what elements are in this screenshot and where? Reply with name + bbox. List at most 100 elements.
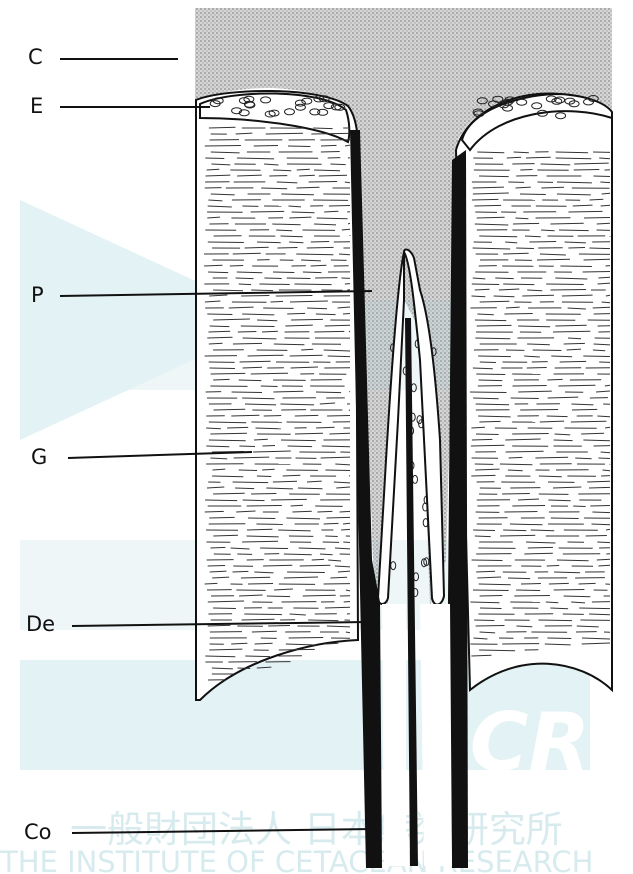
hatch-stroke: [321, 152, 340, 153]
hatch-stroke: [262, 469, 275, 470]
hatch-stroke: [205, 158, 224, 159]
hatch-stroke: [208, 331, 230, 332]
hatch-stroke: [273, 481, 297, 482]
hatch-stroke: [239, 470, 257, 471]
hatch-stroke: [590, 506, 610, 507]
hatch-stroke: [592, 512, 610, 513]
hatch-stroke: [242, 619, 275, 620]
label-e: E: [30, 94, 43, 118]
hatch-stroke: [232, 392, 262, 393]
hatch-stroke: [551, 290, 587, 291]
hatch-stroke: [476, 374, 505, 375]
hatch-stroke: [281, 236, 303, 237]
hatch-stroke: [236, 278, 254, 279]
hatch-stroke: [506, 451, 544, 452]
hatch-stroke: [589, 614, 610, 615]
hatch-stroke: [549, 583, 569, 584]
hatch-stroke: [507, 157, 521, 158]
hatch-stroke: [511, 398, 539, 399]
hatch-stroke: [474, 205, 501, 206]
hatch-stroke: [600, 182, 610, 183]
hatch-stroke: [207, 169, 220, 170]
hatch-stroke: [597, 542, 610, 543]
hatch-stroke: [290, 355, 323, 356]
hatch-stroke: [475, 289, 490, 290]
hatch-stroke: [311, 265, 327, 266]
hatch-stroke: [547, 638, 571, 639]
hatch-stroke: [475, 338, 510, 339]
hatch-stroke: [508, 578, 530, 579]
hatch-stroke: [513, 223, 539, 224]
hatch-stroke: [316, 314, 336, 315]
hatch-stroke: [299, 175, 315, 176]
hatch-stroke: [291, 505, 303, 506]
hatch-stroke: [276, 296, 313, 297]
hatch-stroke: [574, 170, 600, 171]
hatch-stroke: [273, 272, 294, 273]
hatch-stroke: [273, 391, 303, 392]
hatch-stroke: [597, 223, 610, 224]
label-g: G: [31, 445, 47, 469]
hatch-stroke: [208, 566, 225, 567]
hatch-stroke: [311, 242, 329, 243]
hatch-stroke: [307, 247, 334, 248]
hatch-stroke: [579, 608, 610, 609]
hatch-stroke: [539, 620, 573, 621]
hatch-stroke: [273, 170, 291, 171]
hatch-stroke: [605, 385, 610, 386]
hatch-stroke: [572, 409, 597, 410]
hatch-stroke: [512, 506, 545, 507]
hatch-stroke: [205, 146, 241, 147]
hatch-stroke: [254, 146, 278, 147]
hatch-stroke: [479, 421, 500, 422]
hatch-stroke: [546, 284, 584, 285]
hatch-stroke: [343, 523, 350, 524]
hatch-stroke: [257, 320, 277, 321]
hatch-stroke: [472, 199, 499, 200]
hatch-stroke: [476, 404, 509, 405]
hatch-stroke: [520, 410, 558, 411]
hatch-stroke: [274, 344, 305, 345]
hatch-stroke: [244, 614, 282, 615]
hatch-stroke: [503, 530, 526, 531]
hatch-stroke: [500, 535, 535, 536]
hatch-stroke: [231, 415, 259, 416]
hatch-stroke: [568, 211, 602, 212]
hatch-stroke: [597, 559, 610, 560]
hatch-stroke: [264, 416, 282, 417]
hatch-stroke: [480, 596, 503, 597]
hatch-stroke: [233, 571, 249, 572]
hatch-stroke: [556, 152, 588, 153]
cell-outline: [413, 475, 418, 483]
hatch-stroke: [230, 266, 243, 267]
hatch-stroke: [575, 458, 591, 459]
hatch-stroke: [238, 668, 251, 669]
hatch-stroke: [479, 380, 503, 381]
hatch-stroke: [349, 391, 350, 392]
hatch-stroke: [245, 656, 270, 657]
hatch-stroke: [473, 368, 493, 369]
hatch-stroke: [598, 277, 610, 278]
hatch-stroke: [295, 433, 323, 434]
hatch-stroke: [213, 379, 229, 380]
hatch-stroke: [546, 602, 559, 603]
hatch-stroke: [554, 440, 573, 441]
hatch-stroke: [233, 343, 262, 344]
hatch-stroke: [271, 301, 284, 302]
hatch-stroke: [597, 416, 610, 417]
hatch-stroke: [509, 457, 523, 458]
hatch-stroke: [329, 206, 350, 207]
hatch-stroke: [210, 547, 225, 548]
hatch-stroke: [606, 529, 610, 530]
hatch-stroke: [473, 398, 499, 399]
hatch-stroke: [475, 536, 491, 537]
hatch-stroke: [288, 146, 310, 147]
hatch-stroke: [551, 356, 572, 357]
hatch-stroke: [271, 499, 307, 500]
hatch-stroke: [480, 301, 510, 302]
hatch-stroke: [211, 373, 246, 374]
hatch-stroke: [564, 596, 591, 597]
hatch-stroke: [568, 248, 585, 249]
hatch-stroke: [227, 427, 248, 428]
